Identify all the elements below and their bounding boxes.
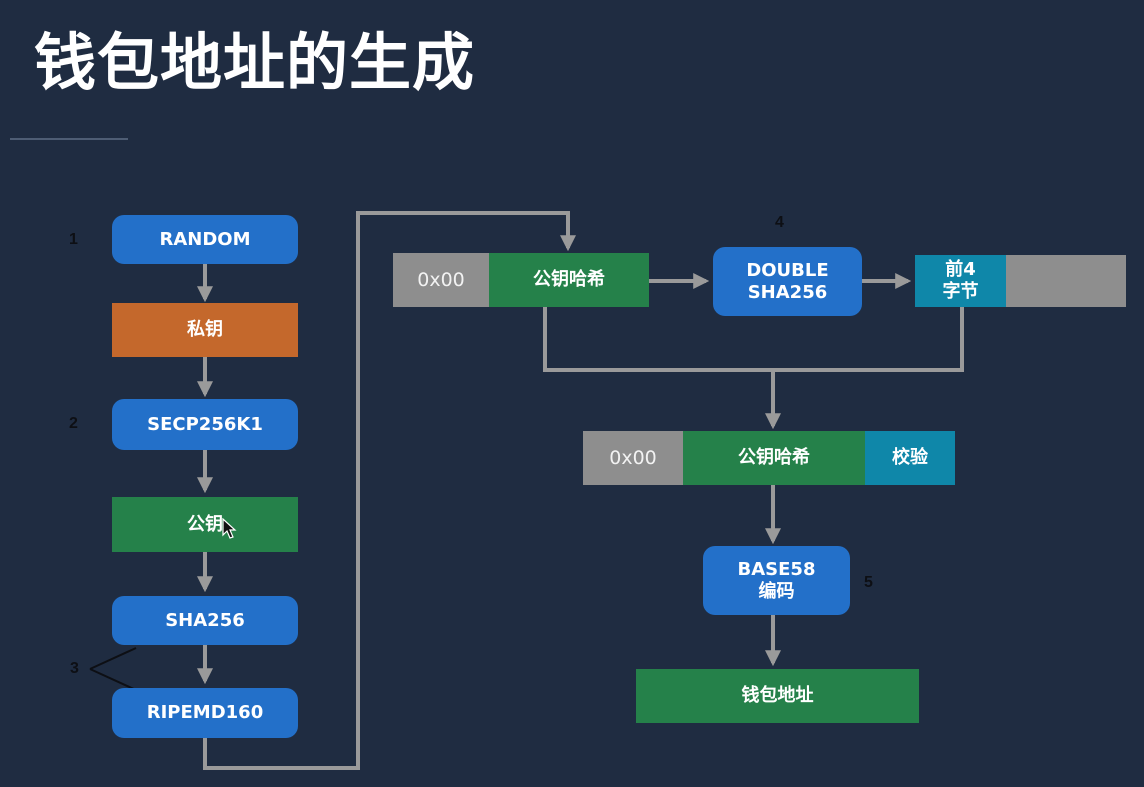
base58-line1: BASE58 [737,558,816,580]
step-number-2: 2 [69,415,78,432]
public-key-node: 公钥 [112,497,298,552]
remaining-bytes-block [1006,255,1126,307]
page-title: 钱包地址的生成 [34,26,476,99]
wallet-address-node: 钱包地址 [636,669,919,723]
first-4-bytes-node: 前4 字节 [915,255,1006,307]
connector-ripemd-to-hash [203,211,576,770]
connector-hash-merge [543,307,964,372]
ripemd160-node: RIPEMD160 [112,688,298,738]
first-4-bytes-line1: 前4 [945,259,976,280]
version-byte-top: 0x00 [393,253,489,307]
private-key-node: 私钥 [112,303,298,357]
step3-bracket-upper [89,647,137,670]
pubkey-hash-mid: 公钥哈希 [683,431,865,485]
base58-line2: 编码 [758,580,795,602]
step-number-5: 5 [864,574,873,591]
step-number-4: 4 [775,214,784,231]
step3-bracket-lower [89,668,137,691]
version-byte-mid: 0x00 [583,431,683,485]
double-sha256-node: DOUBLE SHA256 [713,247,862,316]
secp256k1-node: SECP256K1 [112,399,298,450]
first-4-bytes-line2: 字节 [942,281,979,302]
title-divider [10,138,128,140]
random-node: RANDOM [112,215,298,264]
pubkey-hash-top: 公钥哈希 [489,253,649,307]
base58-node: BASE58 编码 [703,546,850,615]
checksum-block: 校验 [865,431,955,485]
sha256-node: SHA256 [112,596,298,645]
double-sha256-line1: DOUBLE [746,259,829,281]
step-number-3: 3 [70,660,79,677]
double-sha256-line2: SHA256 [747,281,828,303]
mouse-cursor-icon [222,518,237,539]
step-number-1: 1 [69,231,78,248]
